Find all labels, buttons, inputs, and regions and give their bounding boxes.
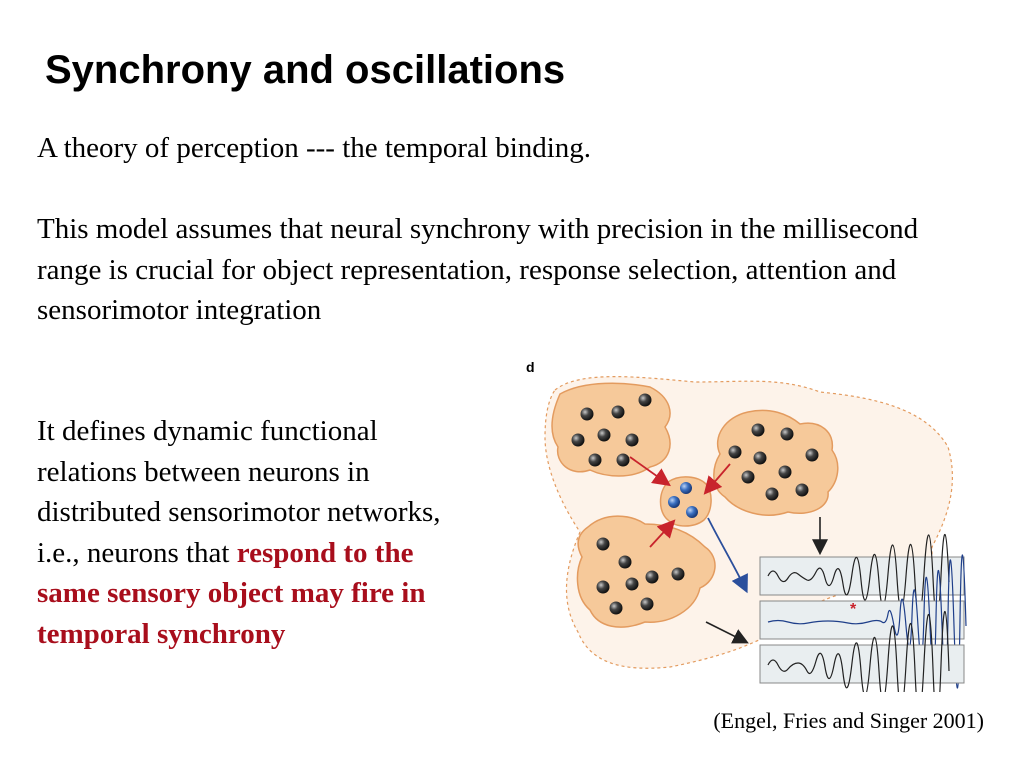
neuron-cluster-diagram: d (526, 359, 967, 722)
intro-paragraph: A theory of perception --- the temporal … (37, 132, 592, 164)
black-arrow-bottom (705, 621, 749, 644)
highlighted-text: respond to the same sensory object may f… (37, 536, 426, 650)
red-arrow-from-bottom (649, 519, 676, 548)
neurons-top-right (728, 423, 819, 501)
synchrony-figure: d (520, 352, 970, 722)
definition-paragraph: It defines dynamic functional relations … (37, 411, 467, 654)
panel-label: d (526, 359, 535, 375)
neuron-cluster-bottom (576, 515, 716, 628)
citation-caption: (Engel, Fries and Singer 2001) (713, 708, 984, 733)
red-arrow-from-top-right (703, 463, 731, 495)
model-paragraph: This model assumes that neural synchrony… (37, 213, 919, 326)
blue-arrow-to-trace (707, 517, 748, 594)
slide-title: Synchrony and oscillations (45, 48, 566, 92)
red-arrow-from-top-left (629, 456, 671, 487)
sync-onset-marker: * (850, 601, 857, 618)
neuron-cluster-top-left (551, 382, 671, 477)
neurons-top-left (571, 393, 652, 467)
trace-box-middle: * (759, 554, 967, 689)
trace-box-bottom (759, 611, 965, 722)
synchronized-neurons (668, 482, 698, 518)
neurons-bottom (596, 537, 685, 615)
neuron-cluster-top-right (713, 409, 839, 516)
central-cluster (659, 476, 712, 527)
definition-text: It defines dynamic functional relations … (37, 415, 441, 569)
